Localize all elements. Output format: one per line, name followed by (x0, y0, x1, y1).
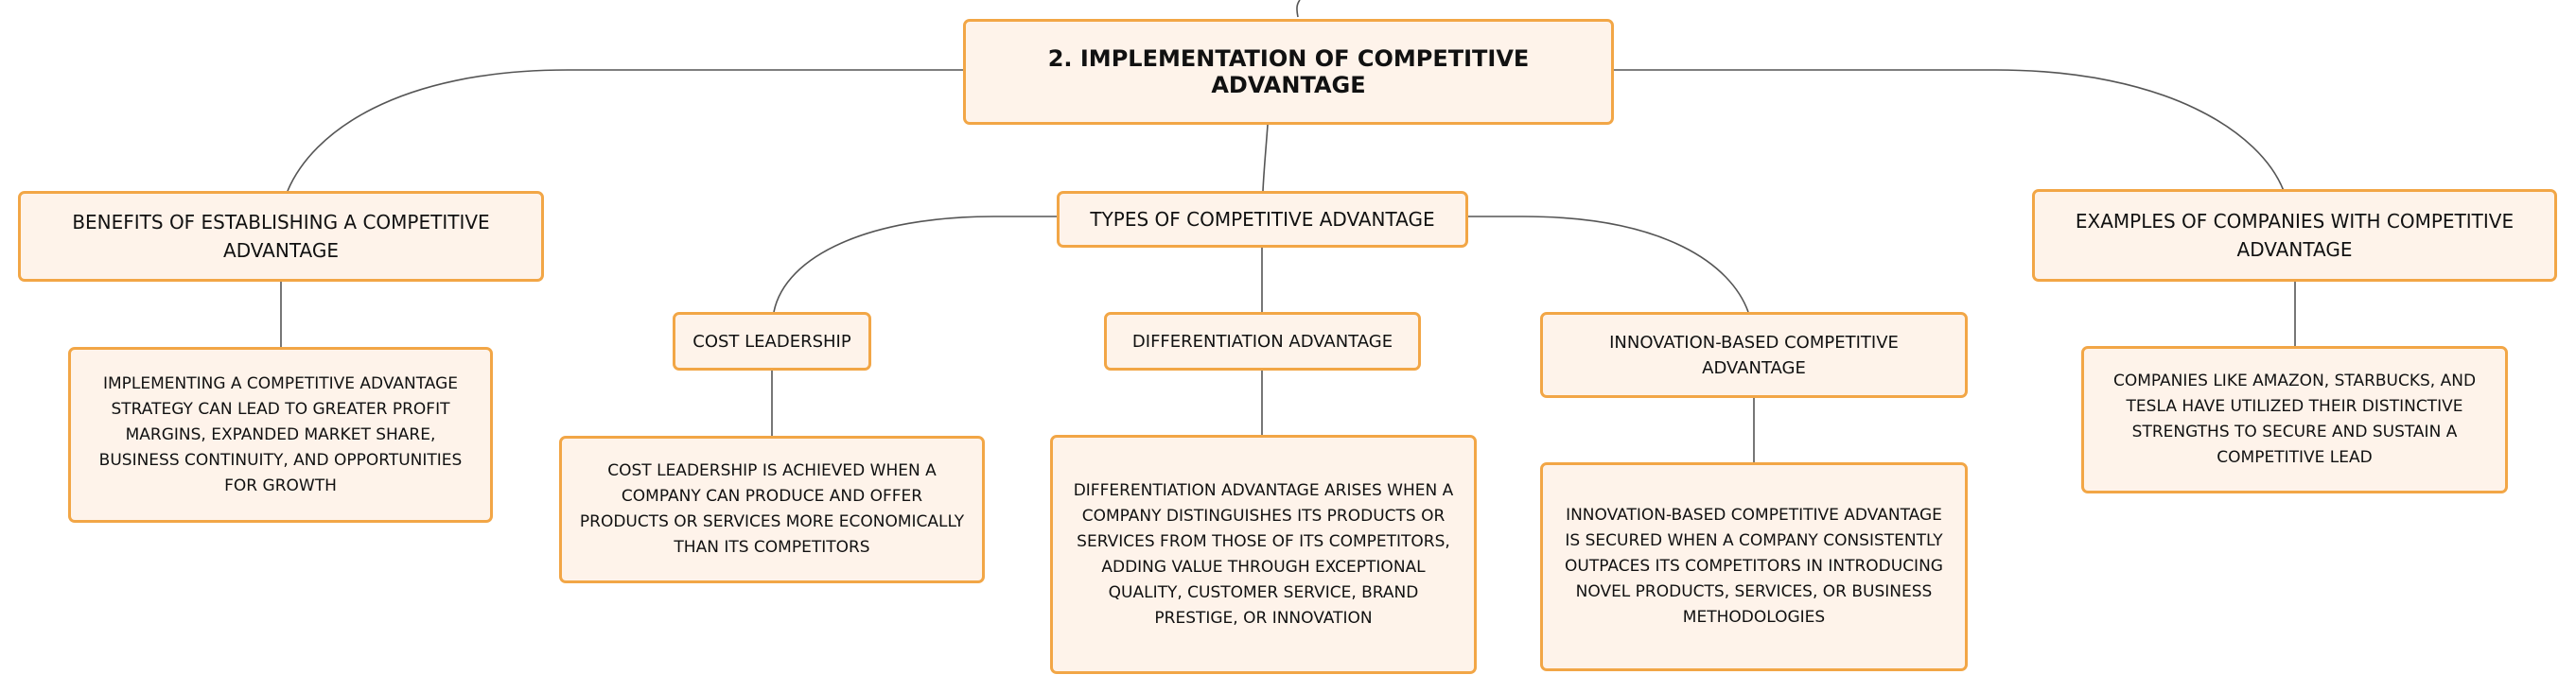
examples-detail-node[interactable]: COMPANIES LIKE AMAZON, STARBUCKS, AND TE… (2081, 346, 2508, 493)
benefits-node[interactable]: BENEFITS OF ESTABLISHING A COMPETITIVE A… (18, 191, 544, 282)
link-root-benefits (287, 69, 965, 192)
innovation-detail-text: INNOVATION-BASED COMPETITIVE ADVANTAGE I… (1565, 506, 1943, 627)
benefits-detail-text: IMPLEMENTING A COMPETITIVE ADVANTAGE STR… (98, 373, 463, 495)
differentiation-detail-text: DIFFERENTIATION ADVANTAGE ARISES WHEN A … (1073, 480, 1454, 628)
cost-leadership-label: COST LEADERSHIP (692, 331, 851, 352)
link-to-parent (1296, 0, 1301, 18)
cost-leadership-node[interactable]: COST LEADERSHIP (673, 312, 871, 371)
examples-label: EXAMPLES OF COMPANIES WITH COMPETITIVE A… (2075, 210, 2515, 261)
link-root-types (1262, 124, 1269, 192)
differentiation-detail-node[interactable]: DIFFERENTIATION ADVANTAGE ARISES WHEN A … (1050, 435, 1477, 674)
types-label: TYPES OF COMPETITIVE ADVANTAGE (1090, 208, 1435, 231)
cost-leadership-detail-text: COST LEADERSHIP IS ACHIEVED WHEN A COMPA… (579, 461, 965, 557)
link-root-examples (1612, 69, 2285, 192)
differentiation-node[interactable]: DIFFERENTIATION ADVANTAGE (1104, 312, 1421, 371)
root-node[interactable]: 2. IMPLEMENTATION OF COMPETITIVE ADVANTA… (963, 19, 1614, 125)
benefits-detail-node[interactable]: IMPLEMENTING A COMPETITIVE ADVANTAGE STR… (68, 347, 493, 523)
examples-detail-text: COMPANIES LIKE AMAZON, STARBUCKS, AND TE… (2112, 372, 2477, 467)
link-types-innovation (1466, 216, 1749, 313)
root-label: 2. IMPLEMENTATION OF COMPETITIVE ADVANTA… (1047, 45, 1530, 98)
examples-node[interactable]: EXAMPLES OF COMPANIES WITH COMPETITIVE A… (2032, 189, 2557, 282)
cost-leadership-detail-node[interactable]: COST LEADERSHIP IS ACHIEVED WHEN A COMPA… (559, 436, 985, 583)
innovation-label: INNOVATION-BASED COMPETITIVE ADVANTAGE (1609, 332, 1899, 378)
differentiation-label: DIFFERENTIATION ADVANTAGE (1131, 331, 1393, 352)
innovation-detail-node[interactable]: INNOVATION-BASED COMPETITIVE ADVANTAGE I… (1540, 462, 1968, 671)
types-node[interactable]: TYPES OF COMPETITIVE ADVANTAGE (1057, 191, 1468, 248)
link-types-cost (773, 216, 1058, 313)
benefits-label: BENEFITS OF ESTABLISHING A COMPETITIVE A… (72, 211, 490, 262)
innovation-node[interactable]: INNOVATION-BASED COMPETITIVE ADVANTAGE (1540, 312, 1968, 398)
